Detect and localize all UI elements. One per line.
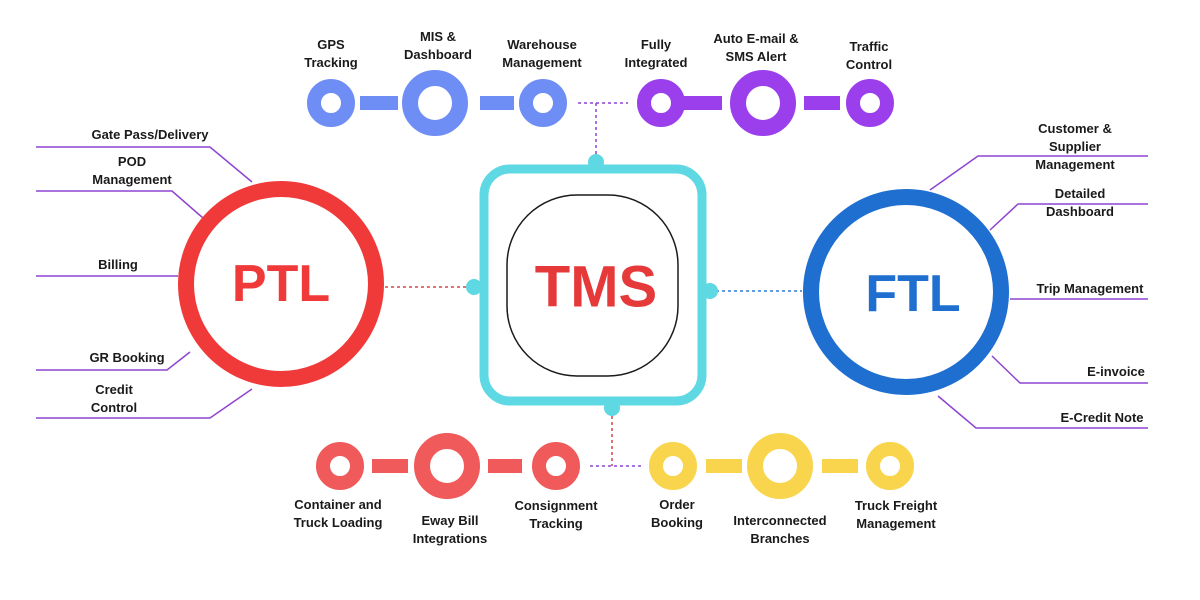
ftl-ring [803, 189, 1009, 395]
label-mis-dashboard: MIS & Dashboard [404, 29, 472, 62]
label-credit-control: Credit Control [90, 382, 138, 415]
truck-freight-node [866, 442, 914, 490]
tms-left-dot [466, 279, 482, 295]
label-detailed-dashboard: Detailed Dashboard [1046, 186, 1114, 219]
label-gr-booking: GR Booking [89, 350, 165, 365]
mis-dashboard-node [402, 70, 468, 136]
label-billing: Billing [98, 257, 138, 272]
label-warehouse: Warehouse Management [502, 37, 582, 70]
label-einvoice: E-invoice [1087, 364, 1145, 379]
ptl-leader-gate-pass [36, 146, 253, 183]
label-traffic-control: Traffic Control [845, 39, 893, 72]
label-interconnected: Interconnected Branches [733, 513, 827, 546]
gps-tracking-node [307, 79, 355, 127]
ftl-leader-einvoice [991, 355, 1148, 384]
ptl-leader-pod [36, 190, 204, 219]
label-ecredit-note: E-Credit Note [1060, 410, 1144, 425]
warehouse-node [519, 79, 567, 127]
top-purple-bar-2 [804, 96, 840, 110]
label-truck-freight: Truck Freight Management [854, 498, 938, 531]
bottom-yellow-bar-2 [822, 459, 858, 473]
container-loading-node [316, 442, 364, 490]
order-booking-node [649, 442, 697, 490]
tms-title: TMS [534, 254, 658, 320]
ftl-leader-customer [929, 155, 1148, 191]
label-fully-integrated: Fully Integrated [624, 37, 688, 70]
eway-bill-node [414, 433, 480, 499]
consignment-node [532, 442, 580, 490]
fully-integrated-node [637, 79, 685, 127]
ftl-leader-dashboard [989, 203, 1148, 231]
tms-inner-shape [506, 194, 679, 377]
label-order-booking: Order Booking [651, 497, 703, 530]
top-blue-bar-1 [360, 96, 398, 110]
ptl-ring [178, 181, 384, 387]
label-trip-management: Trip Management [1036, 281, 1144, 296]
ptl-leader-credit [36, 388, 253, 419]
tms-top-dot [588, 154, 604, 170]
ftl-title: FTL [865, 265, 961, 323]
label-gate-pass: Gate Pass/Delivery [91, 127, 209, 142]
bottom-yellow-bar-1 [706, 459, 742, 473]
label-gps-tracking: GPS Tracking [304, 37, 358, 70]
bottom-red-bar-2 [488, 459, 522, 473]
bottom-red-bar-1 [372, 459, 408, 473]
traffic-control-node [846, 79, 894, 127]
label-container-loading: Container and Truck Loading [293, 497, 383, 530]
label-consignment: Consignment Tracking [514, 498, 598, 531]
label-auto-email: Auto E-mail & SMS Alert [713, 31, 799, 64]
label-eway-bill: Eway Bill Integrations [412, 513, 488, 546]
tms-right-dot [702, 283, 718, 299]
label-pod-management: POD Management [92, 154, 172, 187]
ptl-leader-gr-booking [36, 351, 191, 371]
auto-email-node [730, 70, 796, 136]
ftl-leader-ecredit [937, 395, 1148, 429]
ptl-title: PTL [231, 255, 331, 313]
interconnected-node [747, 433, 813, 499]
top-purple-bar-1 [684, 96, 722, 110]
label-customer-supplier: Customer & Supplier Management [1035, 121, 1115, 172]
tms-bottom-dot [604, 400, 620, 416]
top-blue-bar-2 [480, 96, 514, 110]
